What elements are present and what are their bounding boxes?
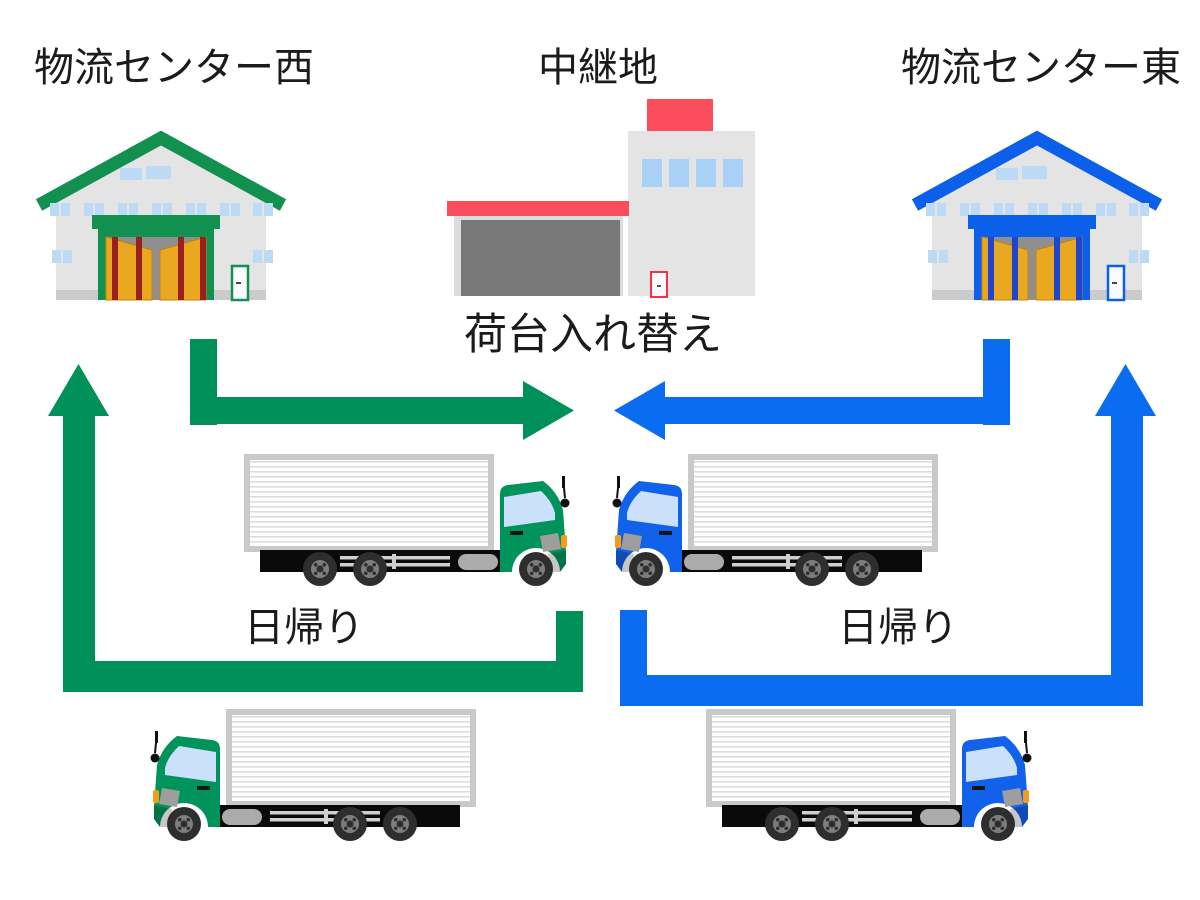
label-logistics-center-east: 物流センター東 (901, 45, 1181, 91)
truck-west-return-icon (150, 705, 480, 843)
label-relay-point: 中継地 (538, 45, 658, 91)
label-day-trip-east: 日帰り (838, 605, 958, 651)
route-east-return-arrow (620, 364, 1156, 706)
warehouse-west-icon (32, 124, 290, 302)
route-west-return-arrow (48, 364, 583, 692)
label-day-trip-west: 日帰り (244, 605, 364, 651)
label-cargo-swap: 荷台入れ替え (464, 310, 722, 360)
label-logistics-center-west: 物流センター西 (34, 45, 314, 91)
relay-building-illustration (447, 99, 755, 298)
truck-west-icon (240, 450, 570, 588)
relay-building-icon (445, 98, 757, 298)
route-east-outbound-arrow (614, 339, 1010, 440)
route-west-outbound-arrow (190, 339, 574, 440)
warehouse-east-icon (908, 124, 1166, 302)
truck-east-return-icon (702, 705, 1032, 843)
truck-east-icon (612, 450, 942, 588)
